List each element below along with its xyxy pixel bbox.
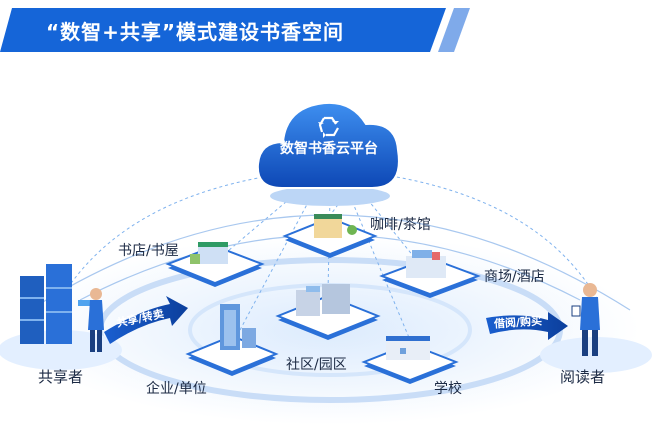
label-bookstore: 书店/书屋 — [118, 243, 179, 259]
reader-person — [571, 283, 600, 356]
page-title: “数智+共享”模式建设书香空间 — [46, 20, 345, 44]
sharer-person — [88, 288, 104, 352]
tile-cafe — [282, 214, 378, 258]
tile-school — [361, 336, 459, 384]
cloud-platform — [256, 102, 400, 206]
label-enterprise: 企业/单位 — [146, 381, 207, 397]
recycle-icon — [318, 116, 339, 138]
label-reader: 阅读者 — [560, 368, 606, 386]
borrow-arrow-label: 借阅/购买 — [493, 314, 543, 331]
tile-mall — [379, 250, 481, 298]
borrow-arrow — [486, 312, 568, 340]
label-school: 学校 — [434, 381, 462, 397]
platform-label: 数智书香云平台 — [280, 141, 378, 157]
share-arrow — [104, 296, 188, 344]
tile-bookstore — [165, 242, 265, 287]
label-mall: 商场/酒店 — [484, 269, 545, 285]
tile-community — [275, 284, 381, 340]
label-sharer: 共享者 — [38, 368, 84, 386]
label-community: 社区/园区 — [286, 357, 347, 373]
title-banner — [0, 8, 470, 52]
tile-enterprise — [185, 304, 279, 376]
bookshelf-illustration — [20, 264, 90, 344]
label-cafe: 咖啡/茶馆 — [370, 217, 431, 233]
